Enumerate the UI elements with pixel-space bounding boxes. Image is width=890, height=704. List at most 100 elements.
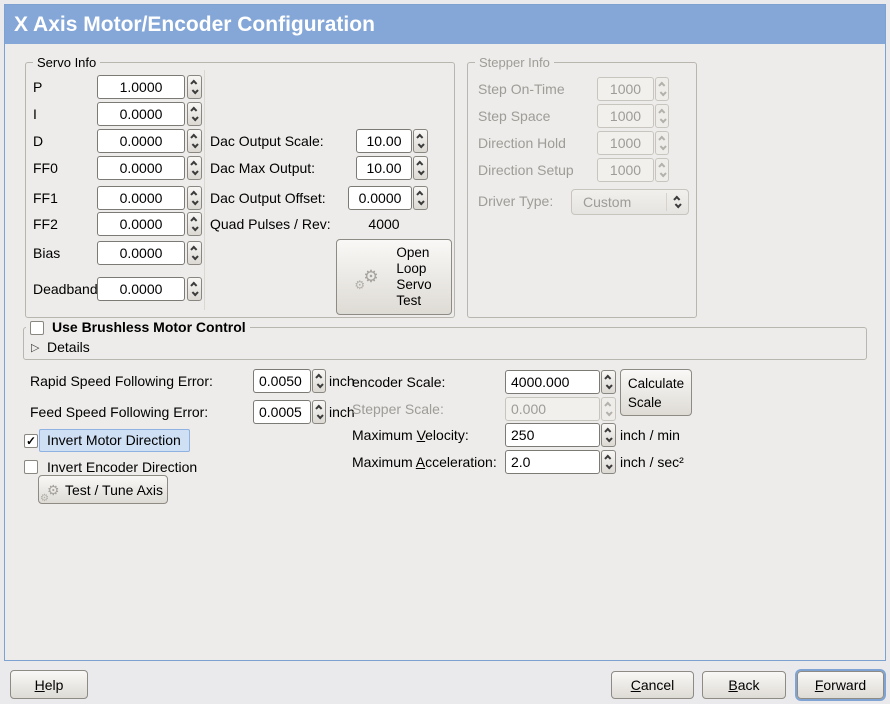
ff2-label: FF2 — [33, 216, 58, 232]
stepper-scale-field: 0.000 — [505, 397, 600, 421]
help-button[interactable]: Help — [10, 670, 88, 699]
deadband-label: Deadband — [33, 281, 98, 297]
ff0-spinner[interactable] — [187, 156, 202, 180]
feed-following-error-spinner[interactable] — [312, 400, 326, 424]
bias-field[interactable]: 0.0000 — [97, 241, 185, 265]
deadband-spinner[interactable] — [187, 277, 202, 301]
p-label: P — [33, 79, 43, 95]
d-spinner[interactable] — [187, 129, 202, 153]
feed-following-error-field[interactable]: 0.0005 — [253, 400, 311, 424]
back-button[interactable]: Back — [702, 671, 786, 699]
dac-max-output-label: Dac Max Output: — [210, 160, 316, 176]
ff2-field[interactable]: 0.0000 — [97, 212, 185, 236]
stepper-info-legend: Stepper Info — [475, 55, 554, 70]
step-on-time-label: Step On-Time — [478, 81, 565, 97]
open-loop-line: Loop — [396, 261, 427, 276]
maximum-acceleration-spinner[interactable] — [601, 450, 616, 474]
driver-type-label: Driver Type: — [478, 193, 554, 209]
i-field[interactable]: 0.0000 — [97, 102, 185, 126]
combo-arrows-icon — [666, 193, 688, 211]
calculate-scale-button[interactable]: Calculate Scale — [620, 369, 692, 416]
i-label: I — [33, 106, 37, 122]
brushless-label: Use Brushless Motor Control — [52, 319, 246, 335]
driver-type-value: Custom — [583, 194, 632, 210]
p-field[interactable]: 1.0000 — [97, 75, 185, 99]
stepper-scale-label: Stepper Scale: — [352, 401, 444, 417]
rapid-following-error-field[interactable]: 0.0050 — [253, 369, 311, 393]
feed-following-error-label: Feed Speed Following Error: — [30, 404, 209, 420]
maximum-velocity-unit: inch / min — [620, 427, 680, 443]
direction-hold-label: Direction Hold — [478, 135, 566, 151]
servo-info-frame — [25, 62, 455, 318]
ff0-label: FF0 — [33, 160, 58, 176]
invert-encoder-checkbox[interactable] — [24, 460, 38, 474]
page-title: X Axis Motor/Encoder Configuration — [5, 5, 885, 44]
dac-output-offset-field[interactable]: 0.0000 — [348, 186, 412, 210]
dac-output-offset-spinner[interactable] — [413, 186, 428, 210]
encoder-scale-spinner[interactable] — [601, 370, 616, 394]
servo-frame-divider — [204, 70, 205, 310]
ff1-label: FF1 — [33, 190, 58, 206]
bias-label: Bias — [33, 245, 61, 261]
direction-setup-label: Direction Setup — [478, 162, 574, 178]
ff1-field[interactable]: 0.0000 — [97, 186, 185, 210]
details-expander-label[interactable]: Details — [47, 339, 90, 355]
maximum-velocity-spinner[interactable] — [601, 423, 616, 447]
details-expander-icon[interactable]: ▷ — [31, 342, 40, 354]
maximum-velocity-field[interactable]: 250 — [505, 423, 600, 447]
brushless-checkbox[interactable] — [30, 320, 44, 335]
feed-following-error-unit: inch — [329, 404, 355, 420]
dac-output-scale-spinner[interactable] — [413, 129, 428, 153]
invert-motor-label[interactable]: Invert Motor Direction — [47, 432, 181, 448]
bias-spinner[interactable] — [187, 241, 202, 265]
dac-output-scale-label: Dac Output Scale: — [210, 133, 324, 149]
gears-icon: ⚙⚙ — [39, 481, 60, 504]
dac-max-output-field[interactable]: 10.00 — [356, 156, 412, 180]
invert-motor-checkbox[interactable]: ✓ — [24, 434, 38, 448]
ff2-spinner[interactable] — [187, 212, 202, 236]
forward-button[interactable]: Forward — [797, 671, 884, 699]
open-loop-servo-test-button[interactable]: ⚙⚙ Open Loop Servo Test — [336, 239, 452, 315]
deadband-field[interactable]: 0.0000 — [97, 277, 185, 301]
ff0-field[interactable]: 0.0000 — [97, 156, 185, 180]
direction-hold-field: 1000 — [597, 131, 654, 155]
direction-hold-spinner — [655, 131, 669, 155]
cancel-button[interactable]: Cancel — [611, 671, 694, 699]
p-spinner[interactable] — [187, 75, 202, 99]
d-field[interactable]: 0.0000 — [97, 129, 185, 153]
maximum-velocity-label: Maximum Velocity: — [352, 427, 469, 443]
dac-max-output-spinner[interactable] — [413, 156, 428, 180]
maximum-acceleration-field[interactable]: 2.0 — [505, 450, 600, 474]
step-space-field: 1000 — [597, 104, 654, 128]
dac-output-offset-label: Dac Output Offset: — [210, 190, 326, 206]
test-tune-axis-label: Test / Tune Axis — [64, 481, 164, 498]
rapid-following-error-label: Rapid Speed Following Error: — [30, 373, 213, 389]
invert-motor-focus-highlight — [39, 429, 190, 452]
brushless-legend: Use Brushless Motor Control — [26, 320, 250, 335]
rapid-following-error-unit: inch — [329, 373, 355, 389]
dac-output-scale-field[interactable]: 10.00 — [356, 129, 412, 153]
step-space-spinner — [655, 104, 669, 128]
i-spinner[interactable] — [187, 102, 202, 126]
servo-info-legend: Servo Info — [33, 55, 101, 70]
stepper-info-frame — [467, 62, 697, 318]
quad-pulses-value: 4000 — [368, 216, 400, 232]
maximum-acceleration-unit: inch / sec² — [620, 454, 684, 470]
driver-type-combobox: Custom — [571, 189, 689, 215]
checkmark-icon: ✓ — [25, 434, 37, 448]
ff1-spinner[interactable] — [187, 186, 202, 210]
open-loop-line: Test — [396, 293, 422, 308]
rapid-following-error-spinner[interactable] — [312, 369, 326, 393]
test-tune-axis-button[interactable]: ⚙⚙ Test / Tune Axis — [38, 475, 168, 504]
stepper-scale-spinner — [601, 397, 616, 421]
calculate-scale-line: Scale — [627, 394, 662, 410]
open-loop-line: Servo — [396, 277, 432, 292]
direction-setup-spinner — [655, 158, 669, 182]
quad-pulses-label: Quad Pulses / Rev: — [210, 216, 331, 232]
encoder-scale-label: encoder Scale: — [352, 374, 446, 390]
step-on-time-field: 1000 — [597, 77, 654, 101]
gears-icon: ⚙⚙ — [354, 267, 379, 292]
invert-encoder-label[interactable]: Invert Encoder Direction — [47, 459, 198, 475]
d-label: D — [33, 133, 44, 149]
encoder-scale-field[interactable]: 4000.000 — [505, 370, 600, 394]
